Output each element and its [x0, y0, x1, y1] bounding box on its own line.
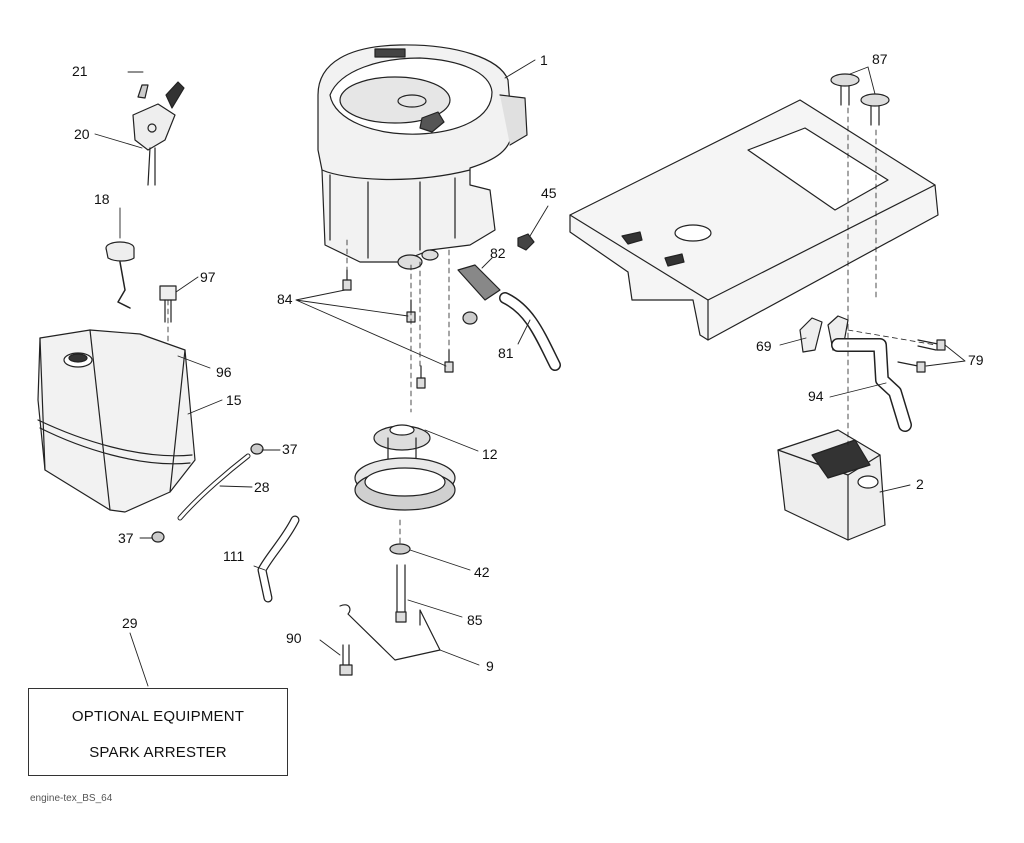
- callout-69: 69: [756, 338, 772, 354]
- nut-45: [517, 233, 535, 251]
- callout-87: 87: [872, 51, 888, 67]
- callout-82: 82: [490, 245, 506, 261]
- callout-20: 20: [74, 126, 90, 142]
- callout-21: 21: [72, 63, 88, 79]
- callout-12: 12: [482, 446, 498, 462]
- clamp-37-upper: [250, 443, 264, 455]
- callout-81: 81: [498, 345, 514, 361]
- callout-42: 42: [474, 564, 490, 580]
- bolts-84: [342, 269, 454, 389]
- callout-37-upper: 37: [282, 441, 298, 457]
- callout-2: 2: [916, 476, 924, 492]
- diagram-id-label: engine-tex_BS_64: [30, 793, 113, 804]
- fuel-tank: [37, 329, 196, 513]
- exhaust-pipe-94-inner: [832, 339, 911, 431]
- bracket-9: [339, 604, 441, 661]
- bolt-90: [339, 644, 353, 676]
- spark-arrester-label: SPARK ARRESTER: [89, 744, 227, 761]
- callout-94: 94: [808, 388, 824, 404]
- optional-equipment-label: OPTIONAL EQUIPMENT: [71, 708, 245, 725]
- gas-cap: [105, 241, 135, 309]
- callout-45: 45: [541, 185, 557, 201]
- bolts-87: [830, 73, 890, 126]
- throttle-control: [132, 81, 185, 186]
- leader-lines: [94, 59, 966, 687]
- pulley-12: [354, 424, 456, 511]
- callout-97: 97: [200, 269, 216, 285]
- bolts-79: [897, 339, 946, 373]
- callout-28: 28: [254, 479, 270, 495]
- assembly-lines: [167, 107, 937, 546]
- optional-equipment-box: OPTIONAL EQUIPMENT SPARK ARRESTER: [28, 688, 288, 776]
- chassis-frame: [569, 99, 939, 341]
- callout-9: 9: [486, 658, 494, 674]
- callout-96: 96: [216, 364, 232, 380]
- callout-84: 84: [277, 291, 293, 307]
- callout-1: 1: [540, 52, 548, 68]
- callout-15: 15: [226, 392, 242, 408]
- washer-42: [389, 543, 411, 555]
- fuel-line-28-inner: [178, 454, 250, 520]
- muffler-2: [777, 429, 886, 541]
- callout-79: 79: [968, 352, 984, 368]
- callout-18: 18: [94, 191, 110, 207]
- callout-111: 111: [223, 548, 245, 564]
- clamp-37-lower: [151, 531, 165, 543]
- callout-29: 29: [122, 615, 138, 631]
- hose-111-inner: [258, 516, 299, 602]
- fuel-fitting-82: [457, 264, 501, 325]
- callout-90: 90: [286, 630, 302, 646]
- bolt-85: [395, 564, 407, 623]
- callout-85: 85: [467, 612, 483, 628]
- callout-37-lower: 37: [118, 530, 134, 546]
- hose-81-inner: [500, 293, 560, 370]
- engine: [317, 44, 528, 270]
